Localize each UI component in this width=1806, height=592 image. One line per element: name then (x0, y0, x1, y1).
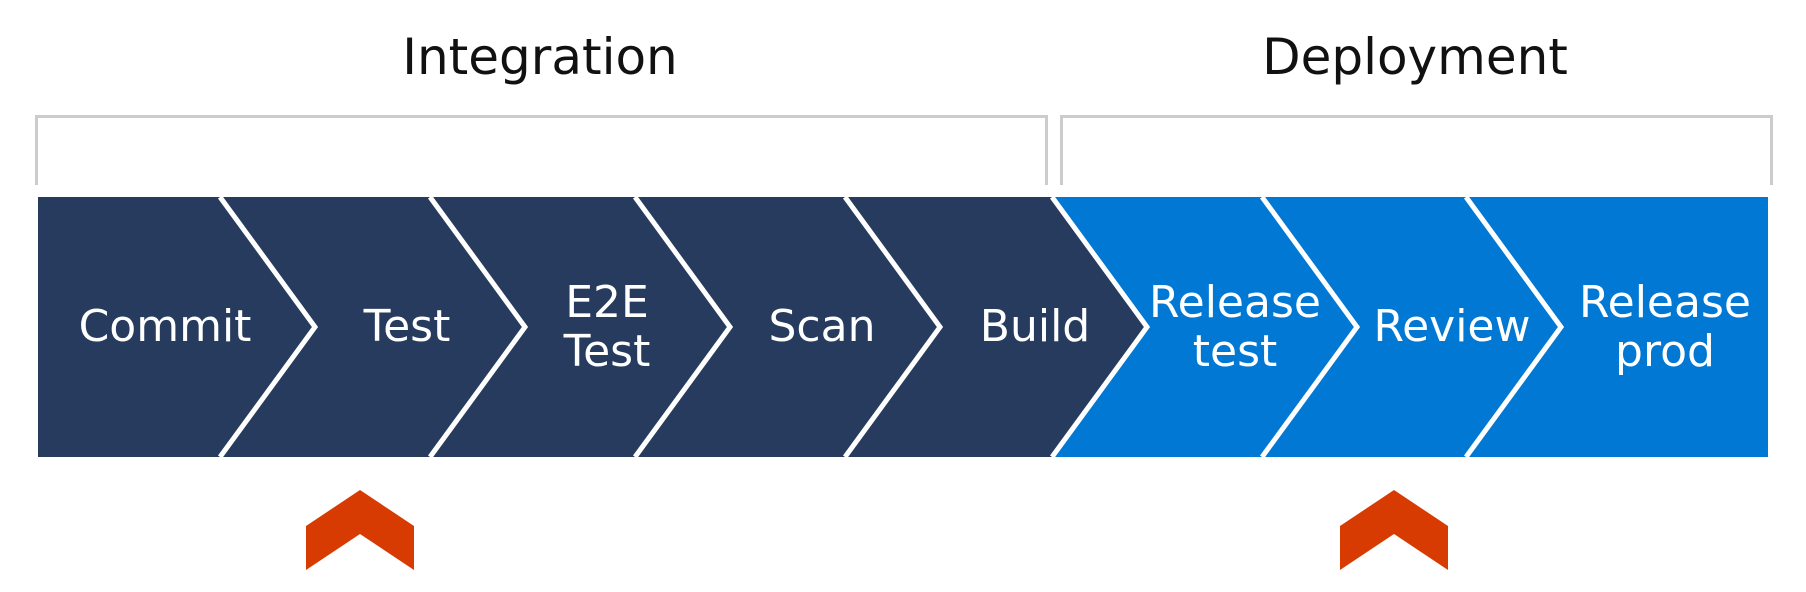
stage-segment (430, 197, 730, 457)
stage-label-line: test (1192, 326, 1278, 377)
group-title-integration: Integration (402, 28, 678, 86)
stage-label: Review (1342, 267, 1562, 387)
stage-segment (635, 197, 940, 457)
stage-segment (1466, 197, 1768, 457)
stage-separator (427, 195, 529, 459)
stage-label-line: Test (563, 326, 651, 377)
stage-label-line: Release (1579, 276, 1751, 328)
stage-label: Scan (712, 267, 932, 387)
stage-separator (842, 195, 944, 459)
stage-segment (1262, 197, 1561, 457)
stage-segment (220, 197, 525, 457)
chevron-up-icon (306, 490, 414, 570)
chevron-up-icon (1340, 490, 1448, 570)
stage-label: Commit (55, 267, 275, 387)
stage-label-line: Test (363, 301, 451, 353)
stage-label-line: Commit (78, 301, 252, 353)
stage-segment (845, 197, 1147, 457)
stage-separator (217, 195, 319, 459)
group-title-deployment: Deployment (1262, 28, 1568, 86)
stage-label-line: E2E (565, 276, 649, 328)
stage-label-line: Build (979, 301, 1091, 353)
deployment-bracket (1060, 115, 1773, 185)
stage-segment (1052, 197, 1357, 457)
stage-segment (38, 197, 315, 457)
integration-bracket (35, 115, 1048, 185)
stage-separator (1049, 195, 1151, 459)
stage-separator (1463, 195, 1565, 459)
stage-label-line: Review (1373, 301, 1531, 353)
stage-label: Build (925, 267, 1145, 387)
stage-label: Test (297, 267, 517, 387)
stage-label-line: Scan (768, 301, 876, 353)
stage-separator (1259, 195, 1361, 459)
stage-separator (632, 195, 734, 459)
stage-label-line: Release (1149, 276, 1321, 328)
stage-label-line: prod (1615, 326, 1715, 377)
